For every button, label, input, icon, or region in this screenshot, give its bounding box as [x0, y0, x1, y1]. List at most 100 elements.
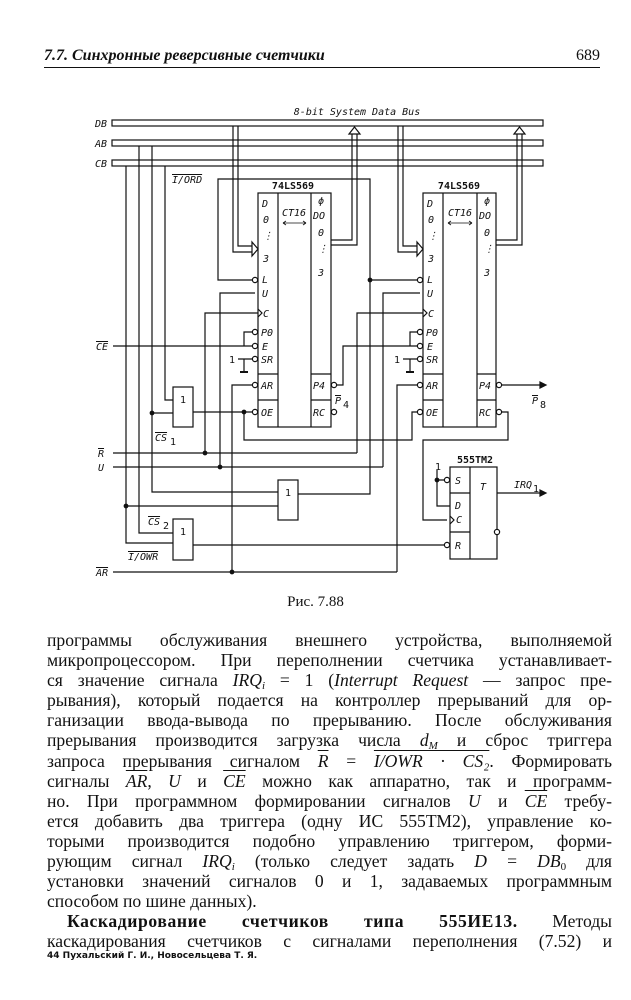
svg-text:OE: OE: [426, 408, 438, 419]
svg-text:C: C: [263, 309, 269, 320]
svg-text:ϕ: ϕ: [318, 196, 324, 207]
text-segment: способом по шине данных).: [47, 891, 257, 912]
gate-cs2: [172, 518, 194, 561]
text-segment: можно как аппаратно, так и программ-: [245, 770, 612, 791]
svg-text:⋮: ⋮: [484, 244, 494, 255]
svg-text:SR: SR: [426, 355, 438, 366]
text-line: программы обслуживания внешнего устройст…: [47, 630, 612, 650]
label-p8: P: [532, 396, 538, 407]
text-segment: ется добавить два триггера (одну ИС 555Т…: [47, 810, 612, 831]
control-wires: I/ORD CE R U AR: [95, 146, 397, 579]
svg-text:1: 1: [435, 462, 441, 473]
math-term: I/OWR · CS₂: [373, 750, 490, 771]
text-segment: сигналы: [47, 770, 126, 791]
text-line: каскадирования счетчиков с сигналами пер…: [47, 931, 612, 951]
gate-load: [277, 479, 299, 521]
text-segment: . Формировать: [489, 750, 612, 771]
svg-text:8: 8: [540, 400, 546, 411]
text-line: рующим сигнал IRQi (только следует задат…: [47, 851, 612, 873]
text-line: ся значение сигнала IRQi = 1 (Interrupt …: [47, 670, 613, 693]
text-segment: = 1 (: [265, 670, 335, 691]
svg-text:L: L: [262, 275, 268, 286]
math-term: R: [317, 750, 329, 771]
or-gates: 1 CS 1 1 1 CS 2 I/OWR: [128, 386, 447, 563]
text-segment: установки значений сигналов 0 и 1, задав…: [47, 871, 612, 892]
svg-text:3: 3: [483, 268, 490, 279]
svg-text:1: 1: [533, 484, 539, 495]
svg-text:S: S: [455, 476, 461, 487]
bus-cb: [111, 159, 544, 167]
chip1-core: CT16: [282, 208, 306, 219]
const-one-1: 1: [229, 355, 235, 366]
label-r: R: [98, 449, 104, 460]
figure-caption: Рис. 7.88: [287, 594, 344, 610]
text-segment: =: [328, 750, 374, 771]
svg-text:RC: RC: [479, 408, 491, 419]
bus-label-db: DB: [94, 119, 107, 130]
text-segment: и: [180, 770, 224, 791]
chip2-name: 74LS569: [438, 181, 480, 192]
math-term: U: [168, 770, 181, 791]
text-segment: ганизации ввода-вывода по прерыванию. По…: [47, 710, 612, 731]
running-header: 7.7. Синхронные реверсивные счетчики 689: [44, 47, 600, 68]
svg-text:1: 1: [285, 488, 291, 499]
svg-text:E: E: [427, 342, 433, 353]
svg-text:555TM2: 555TM2: [457, 455, 493, 466]
svg-text:T: T: [480, 482, 487, 493]
text-segment: прерывания производится загрузка числа: [47, 730, 420, 751]
svg-text:⋮: ⋮: [318, 244, 328, 255]
text-segment: программы обслуживания внешнего устройст…: [47, 630, 612, 650]
label-cs2: CS: [148, 517, 160, 528]
text-line: торыми производится подобно управлению т…: [47, 831, 612, 851]
circuit-diagram: 8-bit System Data Bus DB AB CB I/ORD CE …: [94, 107, 548, 579]
label-ar: AR: [95, 568, 108, 579]
chip2-core: CT16: [448, 208, 472, 219]
bus-db: [111, 119, 544, 127]
svg-text:3: 3: [262, 254, 269, 265]
text-line: запроса прерывания сигналом R = I/OWR · …: [47, 751, 612, 771]
svg-text:D: D: [261, 199, 268, 210]
label-u: U: [98, 463, 105, 474]
body-text: программы обслуживания внешнего устройст…: [47, 630, 612, 952]
svg-text:0: 0: [428, 215, 434, 226]
svg-text:0: 0: [318, 228, 324, 239]
bus-title: 8-bit System Data Bus: [294, 107, 420, 118]
text-line: Каскадирование счетчиков типа 555ИЕ13. М…: [47, 911, 612, 931]
text-segment: — запрос пре-: [468, 670, 613, 691]
text-segment: торыми производится подобно управлению т…: [47, 830, 612, 851]
label-iord: I/ORD: [172, 175, 202, 186]
svg-text:1: 1: [180, 395, 186, 406]
math-term: IRQ: [202, 851, 232, 872]
svg-text:4: 4: [343, 400, 349, 411]
svg-text:E: E: [262, 342, 268, 353]
svg-text:C: C: [428, 309, 434, 320]
bus-label-ab: AB: [94, 139, 107, 150]
counter-chip-1: 74LS569 CT16 D 0 ⋮ 3 L U C P0 E SR AR OE…: [193, 126, 420, 575]
counter-chip-2: 74LS569 CT16 D 0 ⋮ 3 L U C P0 E SR AR OE…: [356, 126, 548, 572]
svg-text:U: U: [427, 289, 434, 300]
page-number: 689: [576, 47, 600, 64]
svg-text:⋮: ⋮: [263, 231, 273, 242]
svg-text:3: 3: [317, 268, 324, 279]
text-segment: и: [480, 790, 525, 811]
math-term: i: [261, 680, 265, 693]
svg-text:P0: P0: [426, 328, 438, 339]
chip1-name: 74LS569: [272, 181, 314, 192]
svg-text:AR: AR: [425, 381, 438, 392]
flipflop-555tm2: 555TM2 S D C R T 1 IRQ 1: [434, 455, 548, 560]
math-term: IRQ: [232, 670, 262, 691]
text-segment: рывания), который подается на контроллер…: [47, 690, 612, 711]
text-segment: Методы: [517, 911, 613, 932]
math-term: AR: [125, 770, 148, 791]
math-term: d: [419, 730, 429, 751]
svg-text:L: L: [427, 275, 433, 286]
svg-text:D: D: [426, 199, 433, 210]
label-ce: CE: [96, 342, 108, 353]
label-cs1: CS: [155, 433, 167, 444]
svg-text:P4: P4: [313, 381, 325, 392]
text-segment: запроса прерывания сигналом: [47, 750, 318, 771]
text-segment: (только следует задать: [234, 851, 475, 872]
math-term: D: [474, 851, 487, 872]
text-line: сигналы AR, U и CE можно как аппаратно, …: [47, 771, 612, 791]
gate-cs1: [172, 386, 194, 428]
